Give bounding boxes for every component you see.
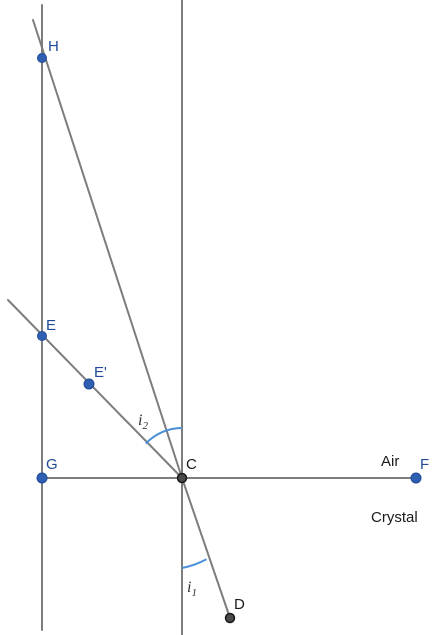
ray-line-cd xyxy=(181,477,231,619)
angle-arc-i1 xyxy=(181,558,207,569)
label-angle-i2: i2 xyxy=(138,412,148,432)
label-angle-i1: i1 xyxy=(187,579,197,599)
label-c: C xyxy=(186,456,197,473)
ray-line-hc xyxy=(32,19,183,479)
point-c[interactable] xyxy=(176,472,188,484)
point-d[interactable] xyxy=(224,612,236,624)
point-h[interactable] xyxy=(37,53,47,63)
point-f[interactable] xyxy=(410,472,422,484)
label-e: E xyxy=(46,317,56,334)
label-g: G xyxy=(46,456,58,473)
label-e-prime: E' xyxy=(94,364,107,381)
label-f: F xyxy=(420,456,429,473)
point-e-prime[interactable] xyxy=(83,378,95,390)
point-g[interactable] xyxy=(36,472,48,484)
label-h: H xyxy=(48,38,59,55)
label-air: Air xyxy=(381,453,399,470)
point-e[interactable] xyxy=(37,331,47,341)
ray-line-ec xyxy=(7,299,183,479)
label-d: D xyxy=(234,596,245,613)
angle-arc-i2 xyxy=(145,427,183,445)
label-crystal: Crystal xyxy=(371,509,418,526)
